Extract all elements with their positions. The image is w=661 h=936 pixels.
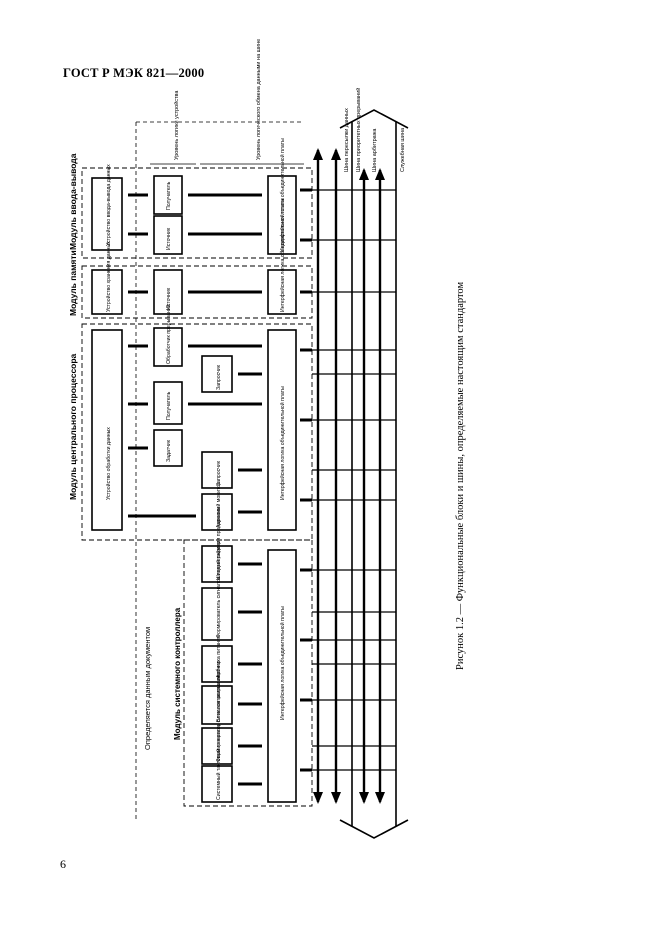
cpu-device-box xyxy=(91,329,123,531)
io-src-box xyxy=(153,215,183,255)
sys-power-label: Формирователь сигналов аварии источника … xyxy=(216,635,222,762)
io-device-label: Устройство ввода-вывода данных xyxy=(105,164,112,246)
mem-iface-label: Интерфейсная логика объединительной плат… xyxy=(279,198,286,312)
sys-timer-label: Блок контроля шины xyxy=(216,672,222,722)
io-dest-label: Получатель xyxy=(166,181,172,210)
cpu-iface-label: Интерфейсная логика объединительной плат… xyxy=(279,386,286,500)
defined-by-document-label: Определяется данным документом xyxy=(143,627,152,750)
module-memory-label: Модуль памяти xyxy=(68,250,78,316)
cpu-irq-label: Обработчик прерываний xyxy=(165,304,172,364)
bus-label-utility: Служебная шина xyxy=(400,127,406,172)
mem-iface-box xyxy=(267,269,297,315)
io-iface-box xyxy=(267,175,297,255)
mem-device-box xyxy=(91,269,123,315)
mem-device-label: Устройство хранения данных xyxy=(105,241,112,312)
sys-power-box xyxy=(201,727,233,765)
sys-iface-label: Интерфейсная логика объединительной плат… xyxy=(279,606,286,720)
connection-arrows xyxy=(128,188,312,786)
bus-label-data-transfer: Шина пересылки данных xyxy=(344,108,350,172)
cpu-req2-box xyxy=(201,451,233,489)
cpu-master-box xyxy=(153,429,183,467)
io-device-box xyxy=(91,177,123,251)
cpu-dest-label: Получатель xyxy=(166,391,172,420)
cpu-req1-box xyxy=(201,355,233,393)
level-upper-label: Уровень логики устройства xyxy=(173,90,180,160)
cpu-master-label: Задатчик xyxy=(166,439,172,462)
sys-clock-label: Системный тактовый генератор xyxy=(215,723,222,800)
module-system-label: Модуль системного контроллера xyxy=(173,607,182,740)
mem-src-box xyxy=(153,269,183,315)
mem-src-label: Источник xyxy=(166,287,172,310)
bus-arrowheads xyxy=(313,148,385,804)
io-src-label: Источник xyxy=(166,227,172,250)
module-cpu-label: Модуль центрального процессора xyxy=(68,353,78,500)
sys-arb-box xyxy=(201,645,233,683)
cpu-addr-box xyxy=(201,493,233,531)
sys-timer-box xyxy=(201,685,233,725)
document-header: ГОСТ Р МЭК 821—2000 xyxy=(63,66,205,80)
level-lower-label: Уровень логического обмена данными на ши… xyxy=(256,39,262,160)
sys-iface-box xyxy=(267,549,297,803)
sys-bus-box xyxy=(201,545,233,583)
io-module-frame xyxy=(81,167,313,259)
system-module-frame xyxy=(183,539,313,807)
cpu-dest-box xyxy=(153,381,183,425)
sys-irq-label: Формирователь сигналов подтверждения пре… xyxy=(216,507,222,638)
io-iface-label: Интерфейсная логика объединительной плат… xyxy=(279,138,286,252)
bus-label-priority-interrupt: Шина приоритетных прерываний xyxy=(355,88,362,172)
bus-lines xyxy=(316,150,382,802)
sys-arb-label: Арбитр xyxy=(216,660,222,678)
page-number: 6 xyxy=(60,857,66,871)
sys-bus-label: Шинный таймер xyxy=(215,541,222,580)
backplane-bus-arrow xyxy=(339,109,409,839)
cpu-req1-label: Запросчик xyxy=(216,364,222,390)
module-io-label: Модуль ввода-вывода xyxy=(68,153,78,250)
sys-irq-box xyxy=(201,587,233,641)
io-dest-box xyxy=(153,175,183,215)
bus-label-arbitration: Шина арбитража xyxy=(372,128,378,172)
cpu-addr-label: Адресный монитор xyxy=(215,482,222,528)
cpu-iface-box xyxy=(267,329,297,531)
bus-taps xyxy=(312,189,396,771)
cpu-req2-label: Запросчик xyxy=(216,460,222,486)
sys-clock-box xyxy=(201,765,233,803)
cpu-device-label: Устройство обработки данных xyxy=(105,427,112,500)
level-markers xyxy=(135,121,304,820)
cpu-irq-box xyxy=(153,327,183,367)
figure-caption: Рисунок 1.2 — Функциональные блоки и шин… xyxy=(455,281,466,670)
